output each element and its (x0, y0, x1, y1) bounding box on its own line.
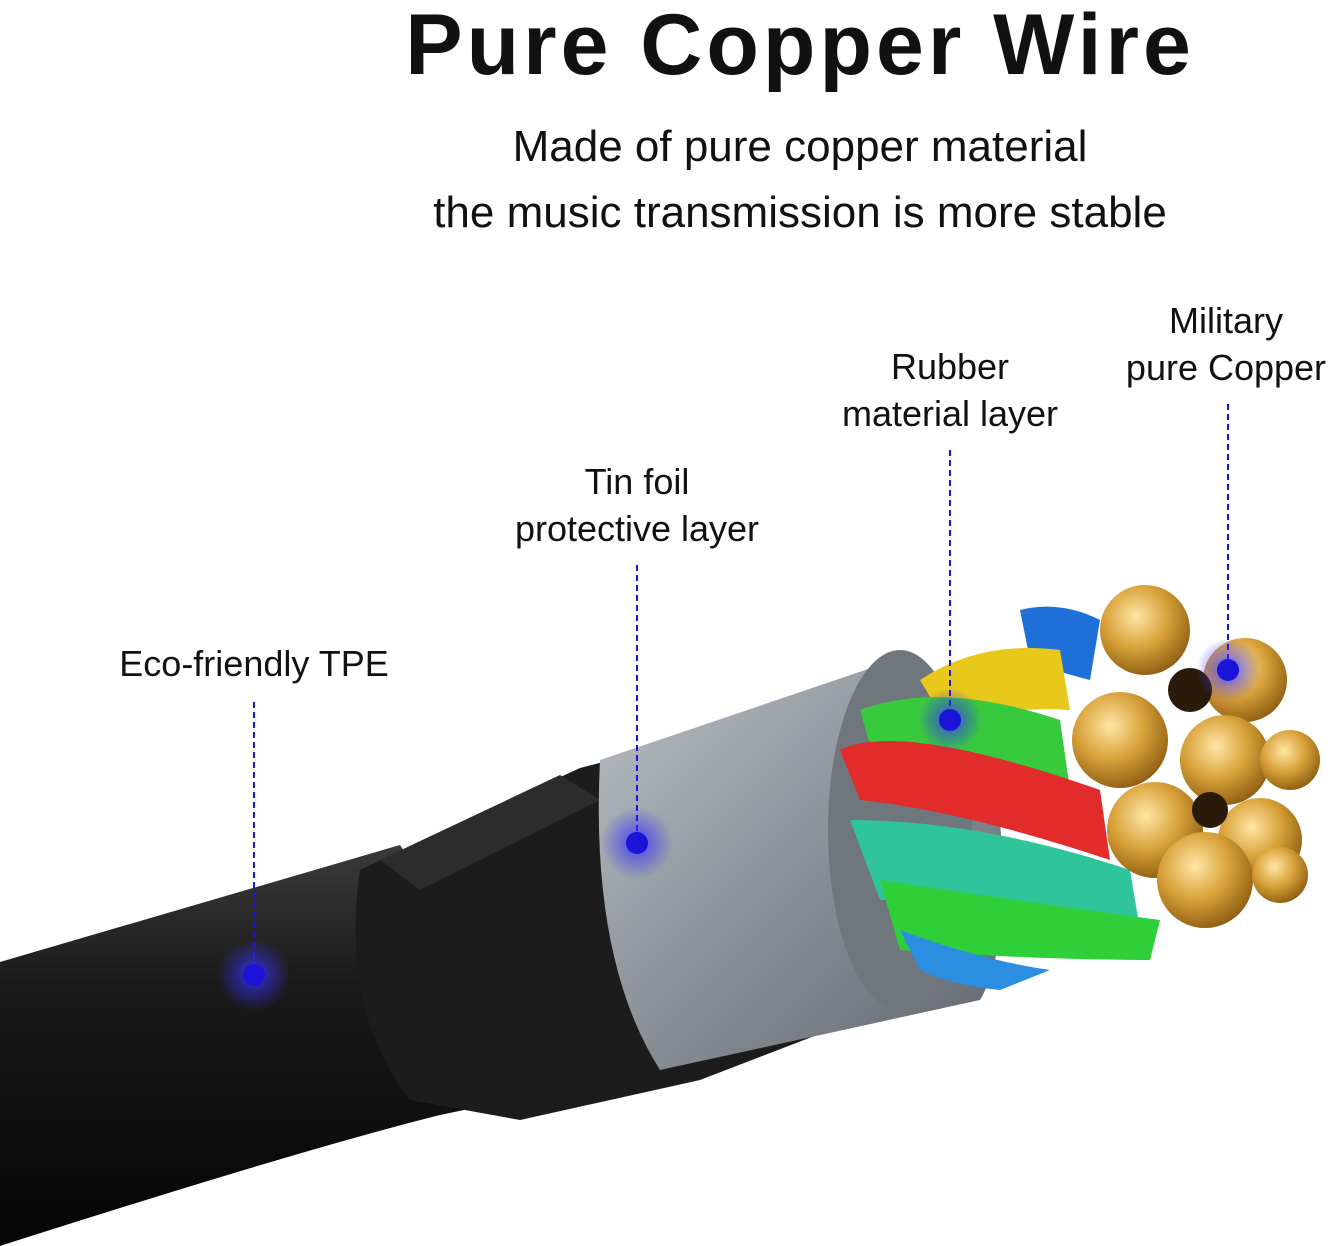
callout-copper-line1: Military (1169, 300, 1283, 341)
callout-rubber: Rubber material layer (810, 343, 1090, 437)
marker-dot-copper (1217, 659, 1239, 681)
callout-foil: Tin foil protective layer (487, 458, 787, 552)
callout-foil-line1: Tin foil (584, 461, 690, 502)
callout-markers (218, 638, 1260, 1011)
callout-foil-line2: protective layer (514, 508, 760, 549)
colored-conductors (840, 606, 1160, 990)
subtitle-line-2: the music transmission is more stable (433, 188, 1167, 237)
copper-strands (1072, 585, 1320, 928)
callout-leaders (253, 404, 1229, 975)
callout-tpe-line1: Eco-friendly TPE (119, 643, 389, 684)
marker-dot-foil (626, 832, 648, 854)
callout-rubber-line2: material layer (841, 393, 1059, 434)
marker-dot-rubber (939, 709, 961, 731)
callout-copper-line2: pure Copper (1125, 347, 1327, 388)
page-title: Pure Copper Wire (405, 0, 1195, 93)
callout-copper: Military pure Copper (1112, 297, 1340, 391)
subtitle-line-1: Made of pure copper material (512, 122, 1088, 171)
callout-rubber-line1: Rubber (890, 346, 1010, 387)
callout-tpe: Eco-friendly TPE (104, 640, 404, 687)
marker-dot-tpe (243, 964, 265, 986)
